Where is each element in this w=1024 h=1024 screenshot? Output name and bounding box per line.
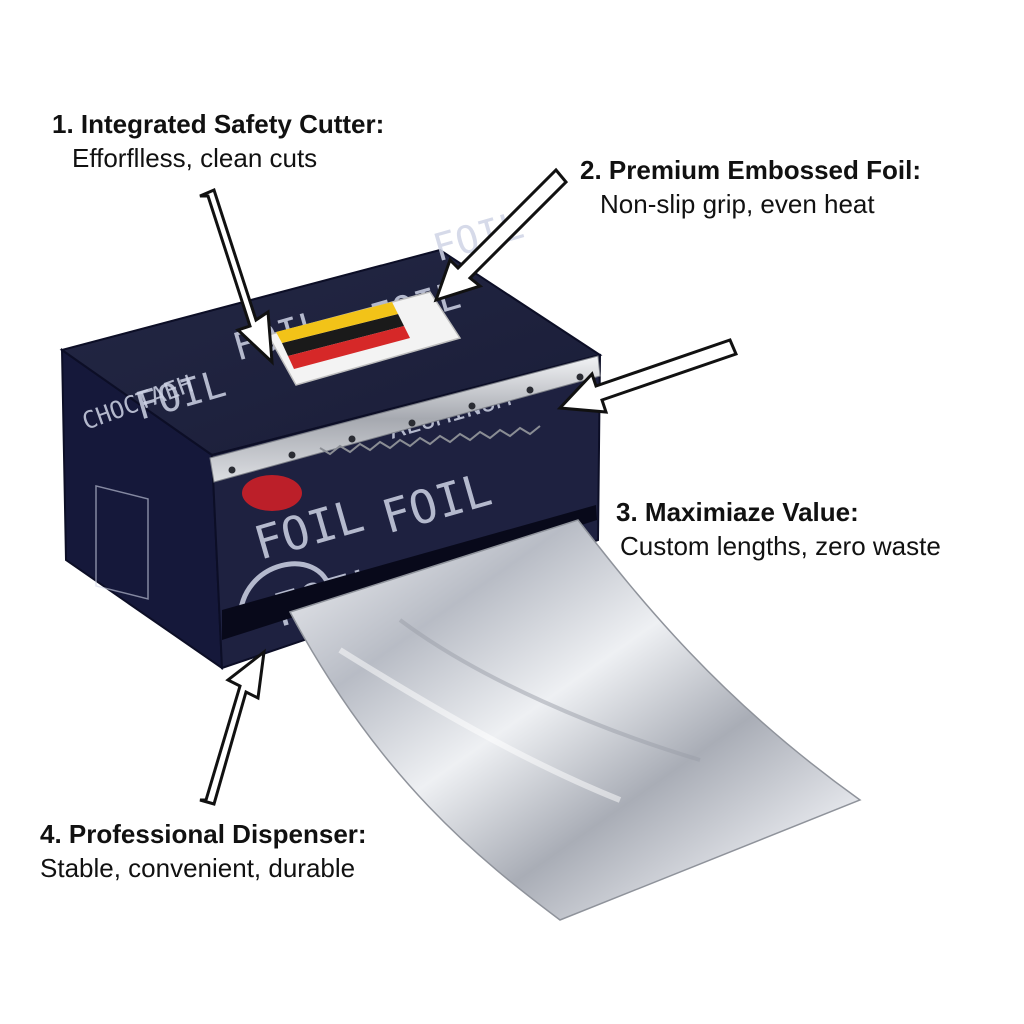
cutter-teeth	[319, 425, 541, 456]
arrow-icon	[556, 338, 739, 414]
callout-professional-dispenser: 4. Professional Dispenser: Stable, conve…	[40, 819, 367, 884]
callout-subtitle: Efforflless, clean cuts	[72, 142, 318, 173]
callout-title: 3. Maximiaze Value:	[616, 497, 859, 527]
arrow-icon	[433, 167, 569, 303]
callout-maximize-value: 3. Maximiaze Value: Custom lengths, zero…	[616, 497, 941, 562]
top-label	[266, 291, 462, 386]
cutter-rivets	[228, 373, 584, 474]
callout-subtitle: Non-slip grip, even heat	[600, 188, 875, 219]
callout-title: 2. Premium Embossed Foil:	[580, 155, 921, 185]
arrow-icon	[199, 648, 266, 806]
cutter-strip	[209, 355, 601, 483]
callout-subtitle: Stable, convenient, durable	[40, 852, 356, 883]
foil-sheet	[288, 519, 862, 921]
side-text-panel	[95, 484, 149, 600]
callout-title: 4. Professional Dispenser:	[40, 819, 367, 849]
callout-embossed-foil: 2. Premium Embossed Foil: Non-slip grip,…	[580, 155, 921, 220]
callout-subtitle: Custom lengths, zero waste	[620, 530, 941, 561]
callout-title: 1. Integrated Safety Cutter:	[52, 109, 385, 139]
callout-safety-cutter: 1. Integrated Safety Cutter: Efforflless…	[52, 109, 385, 174]
arrow-icon	[199, 187, 274, 366]
red-logo-spot	[242, 475, 302, 511]
